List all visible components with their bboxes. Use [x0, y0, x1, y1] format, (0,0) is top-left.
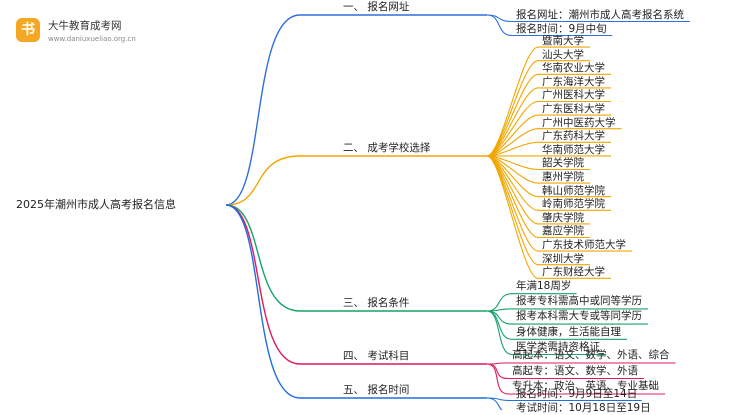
child-node: 华南农业大学	[542, 61, 605, 75]
root-branch-connector	[226, 205, 300, 311]
branch-child-connector	[487, 156, 538, 278]
child-node: 韩山师范学院	[542, 184, 605, 198]
branch-label: 一、 报名网址	[343, 0, 409, 14]
branch-child-connector	[487, 311, 512, 324]
child-node: 报考本科需大专或等同学历	[516, 309, 642, 323]
child-node: 深圳大学	[542, 252, 584, 266]
branch-child-connector	[487, 309, 512, 311]
child-node: 汕头大学	[542, 48, 584, 62]
child-node: 广东技术师范大学	[542, 238, 626, 252]
child-node: 广州医科大学	[542, 88, 605, 102]
child-node: 广州中医药大学	[542, 116, 616, 130]
root-node: 2025年潮州市成人高考报名信息	[16, 198, 176, 212]
child-node: 身体健康，生活能自理	[516, 325, 621, 339]
child-node: 高起本：语文、数学、外语、综合	[512, 348, 670, 362]
child-node: 岭南师范学院	[542, 197, 605, 211]
child-node: 报名时间：9月9日至14日	[516, 387, 637, 401]
child-node: 广东药科大学	[542, 129, 605, 143]
child-node: 惠州学院	[542, 170, 584, 184]
branch-child-connector	[487, 156, 538, 224]
child-node: 韶关学院	[542, 156, 584, 170]
child-node: 肇庆学院	[542, 211, 584, 225]
branch-child-connector	[487, 47, 538, 156]
child-node: 嘉应学院	[542, 224, 584, 238]
child-node: 暨南大学	[542, 34, 584, 48]
branch-label: 四、 考试科目	[343, 349, 409, 363]
branch-label: 二、 成考学校选择	[343, 141, 430, 155]
child-node: 广东医科大学	[542, 102, 605, 116]
branch-label: 三、 报名条件	[343, 296, 409, 310]
branch-child-connector	[487, 156, 538, 265]
child-node: 华南师范大学	[542, 143, 605, 157]
child-node: 年满18周岁	[516, 279, 571, 293]
child-node: 广东海洋大学	[542, 75, 605, 89]
child-node: 报名网址：潮州市成人高考报名系统	[516, 8, 684, 22]
branch-child-connector	[487, 88, 538, 156]
child-node: 广东财经大学	[542, 265, 605, 279]
branch-child-connector	[487, 364, 508, 394]
child-node: 报考专科需高中或同等学历	[516, 294, 642, 308]
child-node: 高起专：语文、数学、外语	[512, 364, 638, 378]
branch-child-connector	[487, 294, 512, 311]
root-branch-connector	[226, 15, 300, 205]
branch-child-connector	[487, 364, 508, 379]
child-node: 考试时间：10月18日至19日	[516, 401, 651, 415]
branch-label: 五、 报名时间	[343, 383, 409, 397]
root-branch-connector	[226, 205, 300, 364]
